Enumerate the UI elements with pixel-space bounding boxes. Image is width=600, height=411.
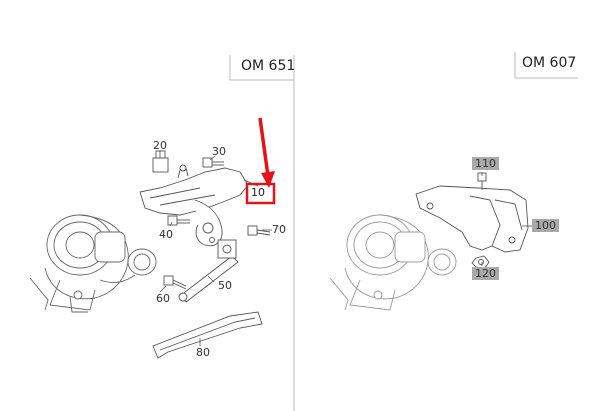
clip-20-drawing — [152, 150, 169, 173]
callout-20[interactable]: 20 — [153, 139, 167, 152]
callout-10[interactable]: 10 — [251, 186, 265, 199]
bolt-60-drawing — [163, 275, 187, 290]
callout-40[interactable]: 40 — [159, 228, 173, 241]
turbocharger-drawing — [29, 214, 157, 313]
strut-50-drawing — [178, 239, 239, 303]
panel-title-om607: OM 607 — [522, 55, 577, 71]
callout-70[interactable]: 70 — [272, 223, 286, 236]
selection-box-10 — [245, 182, 276, 205]
bolt-70-drawing — [247, 225, 271, 236]
bolt-30-drawing — [202, 157, 224, 168]
panel-frame-om651 — [229, 55, 295, 411]
red-arrow-icon — [258, 117, 275, 188]
panel-frame-om607 — [514, 52, 578, 79]
callout-120[interactable]: 120 — [472, 267, 499, 280]
callout-100[interactable]: 100 — [532, 219, 559, 232]
heat-shield-80-drawing — [152, 311, 263, 359]
bolt-40-drawing — [167, 215, 190, 226]
callout-110[interactable]: 110 — [472, 157, 499, 170]
bracket-10-drawing — [139, 164, 249, 247]
callout-30[interactable]: 30 — [212, 145, 226, 158]
callout-60[interactable]: 60 — [156, 292, 170, 305]
callout-80[interactable]: 80 — [196, 346, 210, 359]
turbocharger-drawing-om607 — [329, 214, 457, 311]
panel-title-om651: OM 651 — [241, 58, 296, 74]
callout-50[interactable]: 50 — [218, 279, 232, 292]
bracket-100-drawing — [415, 185, 529, 253]
